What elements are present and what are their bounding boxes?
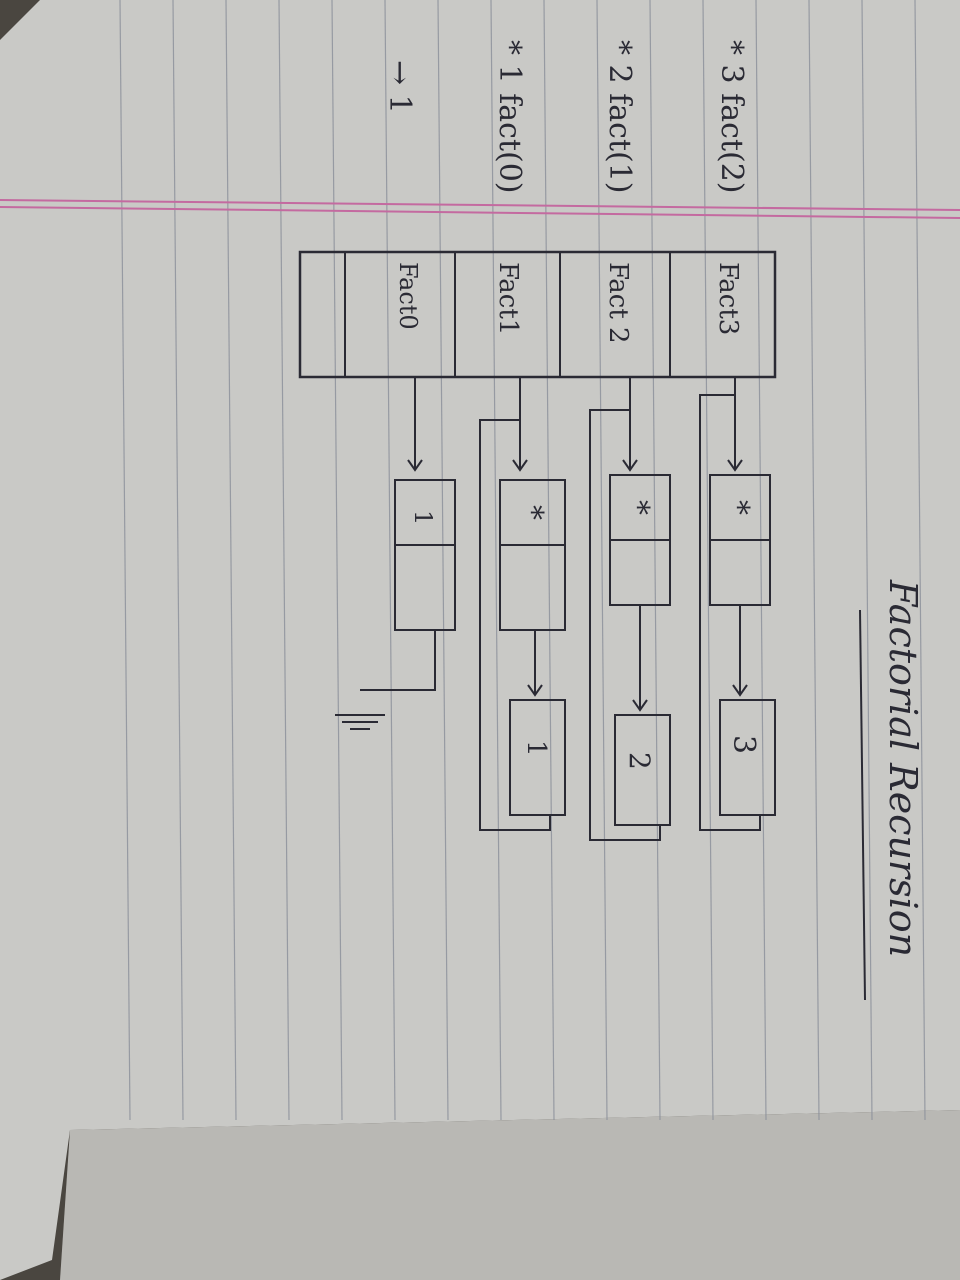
ruled-line xyxy=(225,0,237,1121)
ruled-line xyxy=(172,0,184,1121)
stack-column xyxy=(298,250,777,379)
margin-line-2 xyxy=(0,206,960,219)
arrow-row-4 xyxy=(407,377,423,472)
ruled-lines xyxy=(119,0,926,1121)
call-label-row-4: → 1 xyxy=(382,60,417,114)
op-cell-row-2-text: * xyxy=(620,500,655,515)
op-cell-row-3 xyxy=(499,479,566,631)
next-page-edge xyxy=(60,1110,960,1280)
ruled-line xyxy=(384,0,396,1121)
op-to-value-arrow-row-1 xyxy=(732,605,748,697)
ruled-line xyxy=(808,0,820,1121)
title-underline xyxy=(859,609,866,1001)
ruled-line xyxy=(543,0,555,1121)
op-cell-row-4-text: 1 xyxy=(409,510,437,525)
op-to-value-arrow-row-3 xyxy=(527,630,543,697)
frame-label-row-3: Fact1 xyxy=(493,262,523,335)
ruled-line xyxy=(755,0,767,1121)
return-loop-row-1 xyxy=(699,394,761,831)
ruled-line xyxy=(649,0,661,1121)
ruled-line xyxy=(861,0,873,1121)
ruled-line xyxy=(119,0,131,1121)
value-cell-row-3-text: 1 xyxy=(521,740,551,757)
ruled-line xyxy=(331,0,343,1121)
ruled-line xyxy=(914,0,926,1121)
call-label-row-3: * 1 fact(0) xyxy=(492,40,527,194)
op-to-value-arrow-row-2 xyxy=(632,605,648,712)
return-loop-row-4 xyxy=(360,630,436,691)
ruled-line xyxy=(596,0,608,1121)
return-loop-row-3 xyxy=(479,419,551,831)
ruled-line xyxy=(437,0,449,1121)
handwriting-group: Factorial Recursion * 3 fact(2) * 2 fact… xyxy=(298,40,925,1001)
value-cell-row-1-text: 3 xyxy=(726,735,761,754)
arrow-row-3 xyxy=(512,377,528,472)
diagram-title: Factorial Recursion xyxy=(881,579,925,957)
call-label-row-2: * 2 fact(1) xyxy=(602,40,637,194)
ground-icon xyxy=(335,714,385,730)
margin-line-1 xyxy=(0,199,960,211)
ruled-line xyxy=(490,0,502,1121)
arrow-row-1 xyxy=(727,377,743,472)
op-cell-row-1-text: * xyxy=(720,500,755,515)
value-cell-row-2-text: 2 xyxy=(623,752,656,770)
op-cell-row-3-text: * xyxy=(514,505,549,520)
value-cell-row-2 xyxy=(614,714,671,826)
value-cell-row-3 xyxy=(509,699,566,816)
value-cell-row-1 xyxy=(719,699,776,816)
op-cell-row-4 xyxy=(394,479,456,631)
ruled-line xyxy=(278,0,290,1121)
frame-label-row-2: Fact 2 xyxy=(603,262,633,344)
ruled-line xyxy=(702,0,714,1121)
return-loop-row-2 xyxy=(589,409,661,841)
call-label-row-1: * 3 fact(2) xyxy=(714,40,749,194)
frame-label-row-1: Fact3 xyxy=(713,262,743,335)
arrow-row-2 xyxy=(622,377,638,472)
frame-label-row-4: Fact0 xyxy=(394,262,422,330)
